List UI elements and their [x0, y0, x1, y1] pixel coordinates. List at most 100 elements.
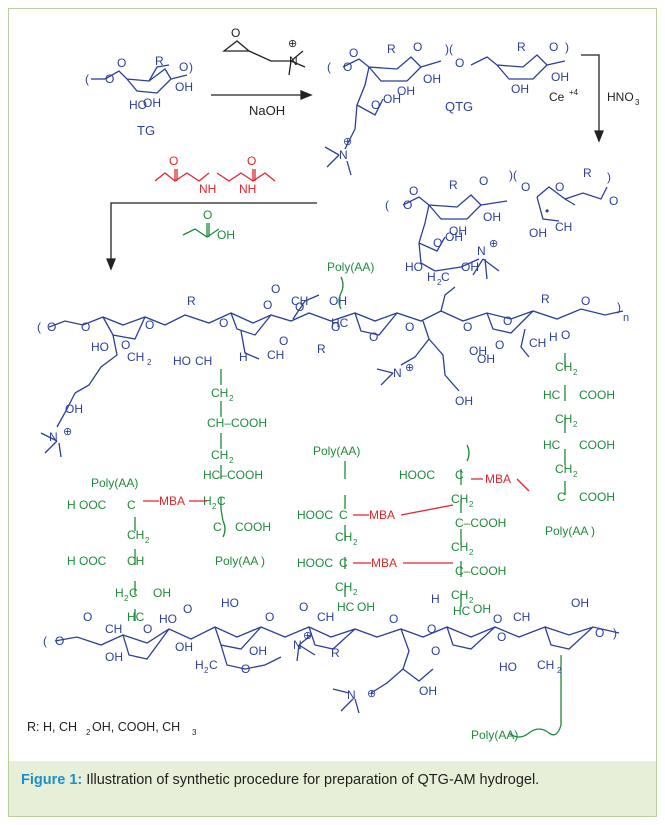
- qtgo-oh3: OH: [529, 226, 547, 240]
- gel-top-ch2-1-sub: 2: [147, 358, 152, 367]
- gel-top-side-chains: [40, 368, 394, 458]
- gel-bot-h1: H: [431, 592, 440, 606]
- cross-hc-2: HC: [337, 600, 355, 614]
- qtg-label: QTG: [445, 99, 473, 114]
- gel-bot-o8: O: [389, 612, 398, 626]
- gel-bot-o6: O: [241, 662, 250, 676]
- mba-nh1: NH: [199, 182, 216, 196]
- graft-a-cooh: COOH: [235, 520, 271, 534]
- qtgo-bracket-m: )(: [509, 168, 517, 182]
- gel-bot-h2c-sub: 2: [204, 666, 209, 675]
- acrylic-acid-reagent: [182, 223, 220, 238]
- gel-top-ch2: CH: [267, 348, 284, 362]
- graft-a-ch2-2: CH: [211, 448, 228, 462]
- tg-bracket-right: ): [189, 60, 193, 74]
- gel-bot-ch4: CH: [537, 658, 554, 672]
- gel-top-plus2: ⊕: [63, 426, 72, 438]
- cross-c-cooh-1: C–COOH: [455, 516, 506, 530]
- gel-bot-o7: O: [299, 600, 308, 614]
- epoxide-n: N: [289, 54, 298, 68]
- cross-hooc-4: HOOC: [297, 556, 333, 570]
- cross-ch2-6: CH: [451, 588, 468, 602]
- cross-ch2-5-sub: 2: [469, 548, 474, 557]
- gel-top-o13: O: [279, 334, 288, 348]
- gel-crosslink-middle: [134, 444, 470, 621]
- gel-bot-oh1: OH: [105, 650, 123, 664]
- qtg-bracket-r: ): [565, 40, 569, 54]
- graft-a-h2c-c: C: [217, 494, 226, 508]
- qtg-oh3: OH: [551, 70, 569, 84]
- gel-bot-o2: O: [83, 610, 92, 624]
- qtg-o2: O: [349, 46, 358, 60]
- gel-bot-o1: O: [55, 634, 64, 648]
- gel-bot-o5: O: [265, 610, 274, 624]
- gel-top-o7: O: [331, 320, 340, 334]
- graft-b-cooh3: COOH: [579, 490, 615, 504]
- qtgo-oh2: OH: [449, 224, 467, 238]
- mba-reagent: [154, 169, 276, 182]
- gel-top-o12: O: [121, 338, 130, 352]
- gel-bot-plus2: ⊕: [367, 688, 376, 700]
- gel-bot-o10: O: [431, 644, 440, 658]
- cross-hooc-1: H OOC: [67, 498, 107, 512]
- mba-nh2: NH: [239, 182, 256, 196]
- gel-top-r2: R: [541, 292, 550, 306]
- gel-top-h1: H: [239, 350, 248, 364]
- cross-ch2-4-sub: 2: [469, 500, 474, 509]
- qtgo-oh4: OH: [445, 230, 463, 244]
- graft-a-ch2-1-sub: 2: [229, 394, 234, 403]
- gel-top-oh4: OH: [477, 352, 495, 366]
- qtgo-plus: ⊕: [489, 238, 498, 250]
- cross-ch2-1: CH: [127, 528, 144, 542]
- tg-label: TG: [137, 123, 155, 138]
- gel-bot-o11: O: [493, 612, 502, 626]
- r-def-sub3: 3: [192, 728, 197, 737]
- cross-ch2-6-sub: 2: [469, 596, 474, 605]
- gel-top-hc1: HC: [331, 316, 349, 330]
- gel-bot-ch2: CH: [317, 610, 334, 624]
- cross-ch-1: CH: [127, 554, 144, 568]
- qtg-oh5: OH: [383, 92, 401, 106]
- gel-bot-ch4-sub: 2: [557, 666, 562, 675]
- gel-top-o10: O: [503, 314, 512, 328]
- cross-c-cooh-2: C–COOH: [455, 564, 506, 578]
- mba-label-4: MBA: [485, 472, 511, 486]
- qtg-oh2: OH: [397, 84, 415, 98]
- qtg-structure: [342, 54, 566, 150]
- qtg-r2: R: [517, 40, 526, 54]
- gel-top-o3: O: [145, 318, 154, 332]
- gel-top-o2: O: [81, 320, 90, 334]
- tg-o1: O: [105, 72, 114, 86]
- cross-polyaa-2: Poly(AA): [313, 444, 360, 458]
- r-def-rest: OH, COOH, CH: [92, 720, 180, 734]
- gel-bot-o13: O: [595, 626, 604, 640]
- gel-bot-n2: N: [347, 688, 356, 702]
- figure-caption-text: Illustration of synthetic procedure for …: [82, 772, 540, 788]
- cross-oh-1: OH: [153, 586, 171, 600]
- gel-graft-chains-top: [220, 276, 566, 538]
- tg-oh2: OH: [143, 96, 161, 110]
- tg-o2: O: [117, 56, 126, 70]
- gel-top-h2c1-c: C: [441, 270, 450, 284]
- gel-top-bracket-r: ): [617, 300, 621, 314]
- gel-top-o11: O: [581, 294, 590, 308]
- qtg-oxidized-structure: [402, 186, 608, 272]
- qtg-o5: O: [549, 40, 558, 54]
- graft-a-ch2-2-sub: 2: [229, 456, 234, 465]
- mba-label-1: MBA: [159, 494, 185, 508]
- cross-hc-1: HC: [127, 610, 145, 624]
- cross-h2c-1: H: [115, 586, 124, 600]
- qtgo-methyls: [472, 258, 500, 280]
- gel-bot-h2c-c: C: [209, 658, 218, 672]
- qtgo-o3: O: [479, 174, 488, 188]
- qtg-oh4: OH: [511, 82, 529, 96]
- qtgo-o4: O: [521, 180, 530, 194]
- qtgo-ho: HO: [405, 260, 423, 274]
- qtg-bracket-m1: )(: [445, 42, 453, 56]
- gel-top-oh3: OH: [469, 344, 487, 358]
- qtgo-bracket-l: (: [385, 198, 389, 212]
- hno-sub: 3: [635, 98, 640, 107]
- mba-o2: O: [247, 154, 256, 168]
- graft-b-hc1: HC: [543, 388, 561, 402]
- gel-top-o1: O: [47, 320, 56, 334]
